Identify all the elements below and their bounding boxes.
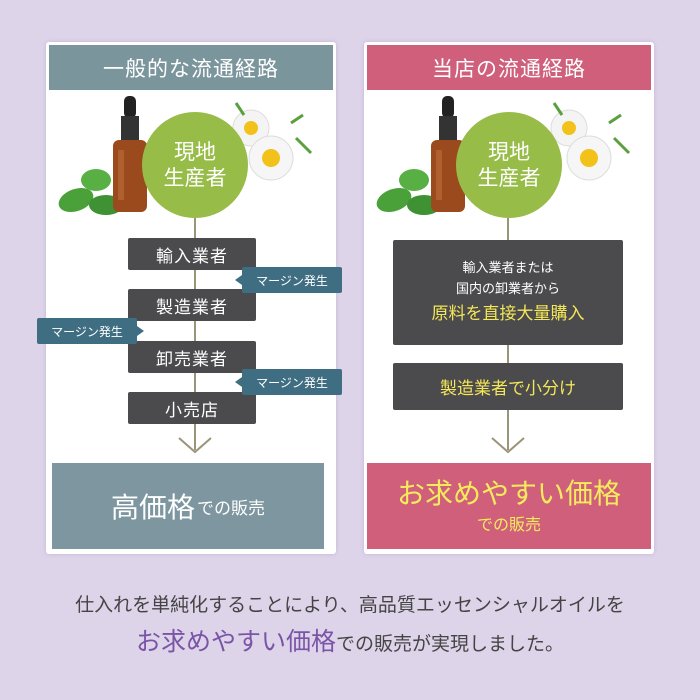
local-producer-circle: 現地生産者 bbox=[142, 112, 248, 218]
step-manufacturer: 製造業者 bbox=[128, 289, 256, 321]
caption-line1: 仕入れを単純化することにより、高品質エッセンシャルオイルを bbox=[75, 594, 625, 616]
result-small: での販売 bbox=[476, 515, 541, 534]
mint-leaf-icon bbox=[58, 169, 123, 215]
affordable-price-result: お求めやすい価格での販売 bbox=[367, 463, 651, 549]
panel-title: 一般的な流通経路 bbox=[49, 45, 333, 90]
panel-title: 当店の流通経路 bbox=[367, 45, 651, 90]
step-direct-purchase: 輸入業者または 国内の卸業者から 原料を直接大量購入 bbox=[393, 240, 623, 345]
arrow-down-icon bbox=[178, 437, 212, 454]
step-text: 輸入業者または bbox=[462, 260, 554, 276]
step-highlight: 原料を直接大量購入 bbox=[431, 303, 585, 324]
local-producer-circle: 現地生産者 bbox=[456, 112, 562, 218]
result-big: お求めやすい価格 bbox=[396, 477, 621, 510]
high-price-result: 高価格での販売 bbox=[52, 463, 324, 549]
step-text: 国内の卸業者から bbox=[455, 281, 560, 297]
step-importer: 輸入業者 bbox=[128, 238, 256, 270]
chamomile-flower-icon bbox=[232, 102, 313, 181]
margin-tag: マージン発生 bbox=[235, 369, 342, 395]
caption-highlight: お求めやすい価格 bbox=[135, 627, 336, 656]
caption-line2: お求めやすい価格での販売が実現しました。 bbox=[0, 622, 700, 658]
producer-line2: 生産者 bbox=[163, 166, 227, 190]
producer-line1: 現地 bbox=[488, 139, 530, 164]
our-route-panel: 当店の流通経路 現地生産者 輸入業者または 国内の卸業者から 原料を直接大量購入… bbox=[364, 42, 654, 554]
essential-oil-bottle-icon bbox=[113, 96, 147, 212]
step-retailer: 小売店 bbox=[128, 392, 256, 424]
step-repack: 製造業者で小分け bbox=[393, 363, 623, 410]
general-route-panel: 一般的な流通経路 現地生産者 輸入業者 製造業者 卸売業者 小売店 マージン発生… bbox=[37, 42, 342, 554]
result-big: 高価格 bbox=[110, 491, 195, 524]
caption-rest: での販売が実現しました。 bbox=[336, 633, 565, 655]
margin-tag: マージン発生 bbox=[37, 318, 144, 344]
arrow-down-icon bbox=[491, 437, 525, 454]
result-small: での販売 bbox=[197, 498, 265, 519]
producer-line2: 生産者 bbox=[477, 166, 541, 190]
step-wholesaler: 卸売業者 bbox=[128, 341, 256, 373]
flow-line bbox=[194, 218, 196, 450]
producer-line1: 現地 bbox=[174, 139, 216, 164]
margin-tag: マージン発生 bbox=[235, 267, 342, 293]
chamomile-flower-icon bbox=[550, 102, 631, 181]
